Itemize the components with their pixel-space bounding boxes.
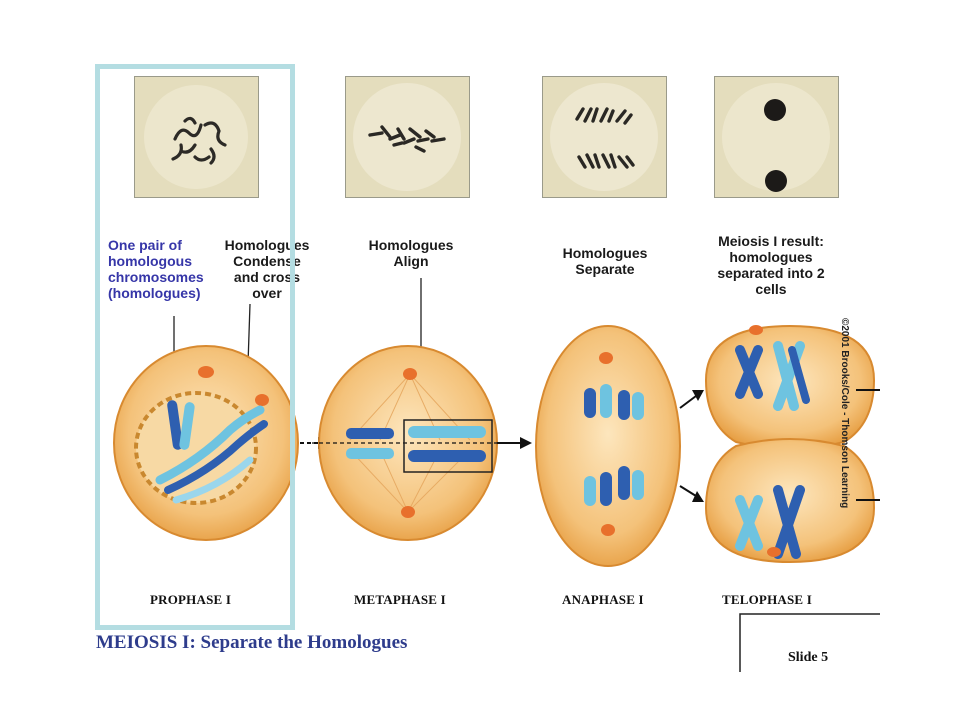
centriole-icon <box>599 352 613 364</box>
prophase-cell <box>113 345 299 541</box>
centriole-icon <box>401 506 415 518</box>
centriole-icon <box>403 368 417 380</box>
phase-label-telophase: TELOPHASE I <box>722 592 812 607</box>
slide-number: Slide 5 <box>788 650 829 665</box>
align-label: Homologues Align <box>368 237 454 269</box>
centriole-icon <box>749 325 763 335</box>
result-label: Meiosis I result: homologues separated i… <box>717 233 825 297</box>
centriole-icon <box>601 524 615 536</box>
copyright-text: ©2001 Brooks/Cole - Thomson Learning <box>839 318 850 509</box>
anaphase-micrograph <box>542 76 667 198</box>
separate-label: Homologues Separate <box>562 245 648 277</box>
metaphase-micrograph <box>345 76 470 198</box>
anaphase-cell <box>535 325 681 567</box>
highlight-box <box>403 419 493 473</box>
phase-label-metaphase: METAPHASE I <box>354 592 446 607</box>
phase-label-anaphase: ANAPHASE I <box>562 592 644 607</box>
prophase-micrograph <box>134 76 259 198</box>
prophase-highlight-box <box>95 64 295 630</box>
centriole-icon <box>767 547 781 557</box>
centriole-icon <box>198 366 214 378</box>
slide-title: MEIOSIS I: Separate the Homologues <box>96 632 408 653</box>
phase-label-prophase: PROPHASE I <box>150 592 232 607</box>
metaphase-cell <box>312 345 510 541</box>
centriole-icon <box>255 394 269 406</box>
homologous-pair-label: One pair of homologous chromosomes (homo… <box>108 237 204 301</box>
telophase-cells <box>704 324 876 564</box>
telophase-micrograph <box>714 76 839 198</box>
